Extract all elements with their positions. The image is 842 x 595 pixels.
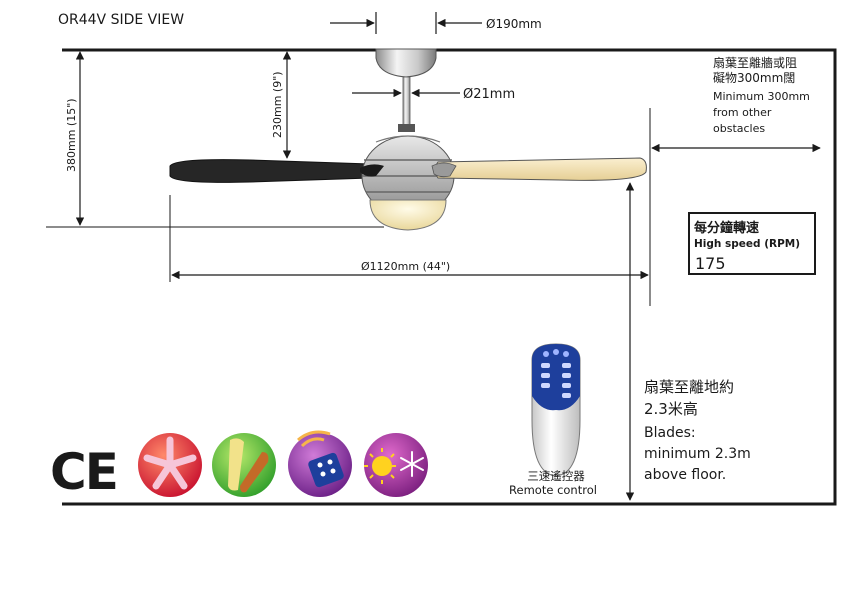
summer-winter-icon	[364, 433, 428, 497]
speed-box-en: High speed (RPM)	[694, 238, 800, 250]
remote-label-zh: 三速遙控器	[527, 469, 585, 483]
remote-label-en: Remote control	[509, 483, 597, 497]
blade-dark	[169, 159, 371, 183]
diagram-title: OR44V SIDE VIEW	[58, 12, 184, 28]
blade-light	[434, 157, 647, 181]
blade-iron-right	[431, 162, 457, 178]
fan-blades-icon	[138, 433, 202, 497]
floor-note-zh-line1: 扇葉至離地約	[644, 378, 734, 396]
fan-downrod	[402, 76, 411, 126]
speed-box-zh: 每分鐘轉速	[694, 220, 759, 236]
blade-iron-left	[360, 164, 384, 177]
clearance-zh-line1: 扇葉至離牆或阻	[713, 55, 797, 70]
ce-mark: CE	[50, 443, 117, 501]
floor-note-en-line1: Blades:	[644, 425, 696, 441]
clearance-en-line2: from other	[713, 106, 772, 119]
room-frame	[62, 48, 837, 506]
floor-note-en-line2: minimum 2.3m	[644, 446, 751, 462]
floor-note-en-line3: above floor.	[644, 467, 726, 483]
canopy-diameter-label: Ø190mm	[486, 17, 542, 31]
fan-canopy	[375, 48, 437, 78]
downrod-diameter-label: Ø21mm	[463, 87, 515, 102]
speed-box-rpm-value: 175	[695, 254, 726, 273]
total-height-label: 380mm (15")	[65, 98, 78, 172]
clearance-en-line3: obstacles	[713, 122, 765, 135]
light-kit-glass	[369, 199, 447, 231]
fan-coupler	[398, 124, 415, 132]
blade-height-label: 230mm (9")	[271, 71, 284, 138]
clearance-en-line1: Minimum 300mm	[713, 90, 810, 103]
remote-signal-icon	[288, 430, 352, 497]
sweep-diameter-label: Ø1120mm (44")	[361, 260, 450, 273]
floor-note-zh-line2: 2.3米高	[644, 400, 698, 418]
clearance-zh-line2: 礙物300mm闊	[713, 71, 795, 85]
reversible-blade-icon	[212, 433, 276, 497]
speed-box	[688, 212, 816, 275]
remote-control-icon	[531, 343, 581, 477]
